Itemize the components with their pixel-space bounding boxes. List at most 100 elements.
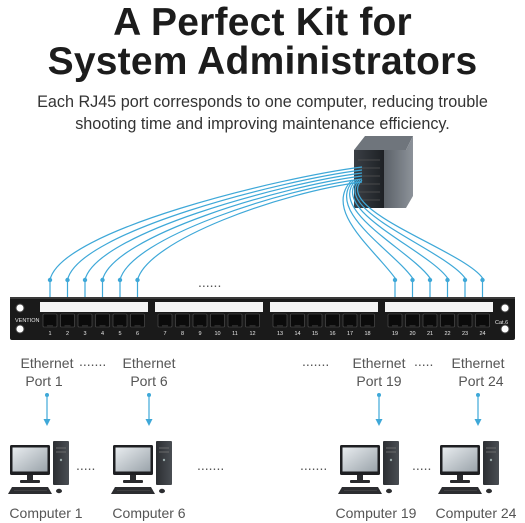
rj45-port-icon bbox=[440, 313, 455, 328]
cable-line bbox=[136, 181, 363, 298]
rj45-port-icon bbox=[60, 313, 75, 328]
network-cables bbox=[47, 166, 485, 298]
cable-line bbox=[357, 179, 484, 298]
cable-dot bbox=[410, 277, 415, 283]
computer-icon bbox=[438, 441, 499, 494]
port-number: 19 bbox=[392, 331, 398, 337]
port-number: 11 bbox=[232, 331, 238, 337]
cable-dot bbox=[47, 277, 53, 283]
port-number: 12 bbox=[249, 331, 255, 337]
port-number: 13 bbox=[277, 331, 283, 337]
headline-line-2: System Administrators bbox=[47, 40, 478, 83]
port-number: 17 bbox=[347, 331, 353, 337]
rj45-port-icon bbox=[95, 313, 110, 328]
port-number: 10 bbox=[214, 331, 220, 337]
svg-text:Port 24: Port 24 bbox=[458, 373, 503, 389]
port-number: 8 bbox=[181, 331, 184, 337]
rj45-port-icon bbox=[325, 313, 340, 328]
mounting-hole-icon bbox=[500, 303, 510, 313]
cable-dot bbox=[82, 277, 88, 283]
port-number: 1 bbox=[48, 331, 51, 337]
port-number: 24 bbox=[479, 331, 485, 337]
cable-line bbox=[84, 172, 363, 298]
port-number: 18 bbox=[364, 331, 370, 337]
port-label-strip bbox=[40, 302, 148, 312]
svg-text:Port 1: Port 1 bbox=[25, 373, 63, 389]
port-number: 22 bbox=[444, 331, 450, 337]
rj45-port-icon bbox=[342, 313, 358, 328]
rj45-port-icon bbox=[112, 313, 128, 328]
cable-dot bbox=[445, 277, 450, 283]
port-number: 15 bbox=[312, 331, 318, 337]
port-number: 6 bbox=[136, 331, 139, 337]
server-icon bbox=[354, 136, 413, 208]
cable-ellipsis: ...... bbox=[198, 274, 221, 290]
arrow-down-icon bbox=[43, 393, 51, 426]
rj45-port-icon bbox=[42, 313, 58, 328]
port-label-19: Ethernet Port 19 bbox=[353, 355, 406, 389]
port-label-strip bbox=[155, 302, 263, 312]
computer-icon bbox=[8, 441, 69, 494]
cable-dot bbox=[480, 277, 485, 283]
arrow-down-icon bbox=[474, 393, 482, 426]
arrow-down-icon bbox=[375, 393, 383, 426]
rj45-port-icon bbox=[405, 313, 420, 328]
rj45-port-icon bbox=[77, 313, 93, 328]
connection-arrows bbox=[43, 393, 482, 426]
rj45-port-icon bbox=[475, 313, 490, 328]
headline-line-1: A Perfect Kit for bbox=[113, 1, 412, 44]
cable-line bbox=[351, 179, 449, 298]
computer-label-6: Computer 6 bbox=[112, 505, 185, 521]
label-ellipsis: ....... bbox=[302, 353, 329, 369]
computer-ellipsis: ..... bbox=[412, 457, 431, 473]
computer-group bbox=[8, 441, 499, 494]
svg-text:Ethernet: Ethernet bbox=[123, 355, 176, 371]
mounting-hole-icon bbox=[15, 303, 25, 313]
port-number: 2 bbox=[66, 331, 69, 337]
rj45-port-icon bbox=[360, 313, 375, 328]
port-label-strip bbox=[270, 302, 378, 312]
rj45-port-icon bbox=[457, 313, 473, 328]
port-number: 7 bbox=[163, 331, 166, 337]
rj45-port-icon bbox=[307, 313, 323, 328]
rj45-port-icon bbox=[157, 313, 173, 328]
rj45-port-icon bbox=[422, 313, 438, 328]
rj45-port-icon bbox=[210, 313, 225, 328]
panel-cable-label: Cat.6 bbox=[495, 320, 508, 326]
rj45-port-icon bbox=[290, 313, 305, 328]
cable-dot bbox=[392, 277, 398, 283]
port-label-1: Ethernet Port 1 bbox=[21, 355, 74, 389]
svg-text:Ethernet: Ethernet bbox=[353, 355, 406, 371]
cable-dot bbox=[117, 277, 123, 283]
cable-dot bbox=[100, 277, 105, 283]
label-ellipsis: ..... bbox=[414, 353, 433, 369]
rj45-port-icon bbox=[245, 313, 260, 328]
subheading-line-1: Each RJ45 port corresponds to one comput… bbox=[37, 93, 488, 111]
cable-line bbox=[349, 179, 431, 298]
computer-icon bbox=[111, 441, 172, 494]
port-label-6: Ethernet Port 6 bbox=[123, 355, 176, 389]
cable-line bbox=[119, 178, 363, 298]
cable-line bbox=[101, 175, 363, 298]
svg-text:Port 19: Port 19 bbox=[356, 373, 401, 389]
cable-line bbox=[346, 179, 414, 298]
cable-dot bbox=[462, 277, 468, 283]
cable-line bbox=[354, 179, 466, 298]
port-number: 9 bbox=[198, 331, 201, 337]
rj45-port-icon bbox=[192, 313, 208, 328]
cable-dot bbox=[427, 277, 433, 283]
port-number: 23 bbox=[462, 331, 468, 337]
rj45-port-icon bbox=[387, 313, 403, 328]
rj45-port-icon bbox=[175, 313, 190, 328]
port-number: 14 bbox=[294, 331, 300, 337]
cable-dot bbox=[135, 277, 140, 283]
cable-line bbox=[66, 169, 363, 298]
cable-dot bbox=[65, 277, 70, 283]
port-number: 3 bbox=[83, 331, 86, 337]
cable-line bbox=[49, 166, 363, 298]
computer-ellipsis: ....... bbox=[197, 457, 224, 473]
computer-ellipsis: ..... bbox=[76, 457, 95, 473]
